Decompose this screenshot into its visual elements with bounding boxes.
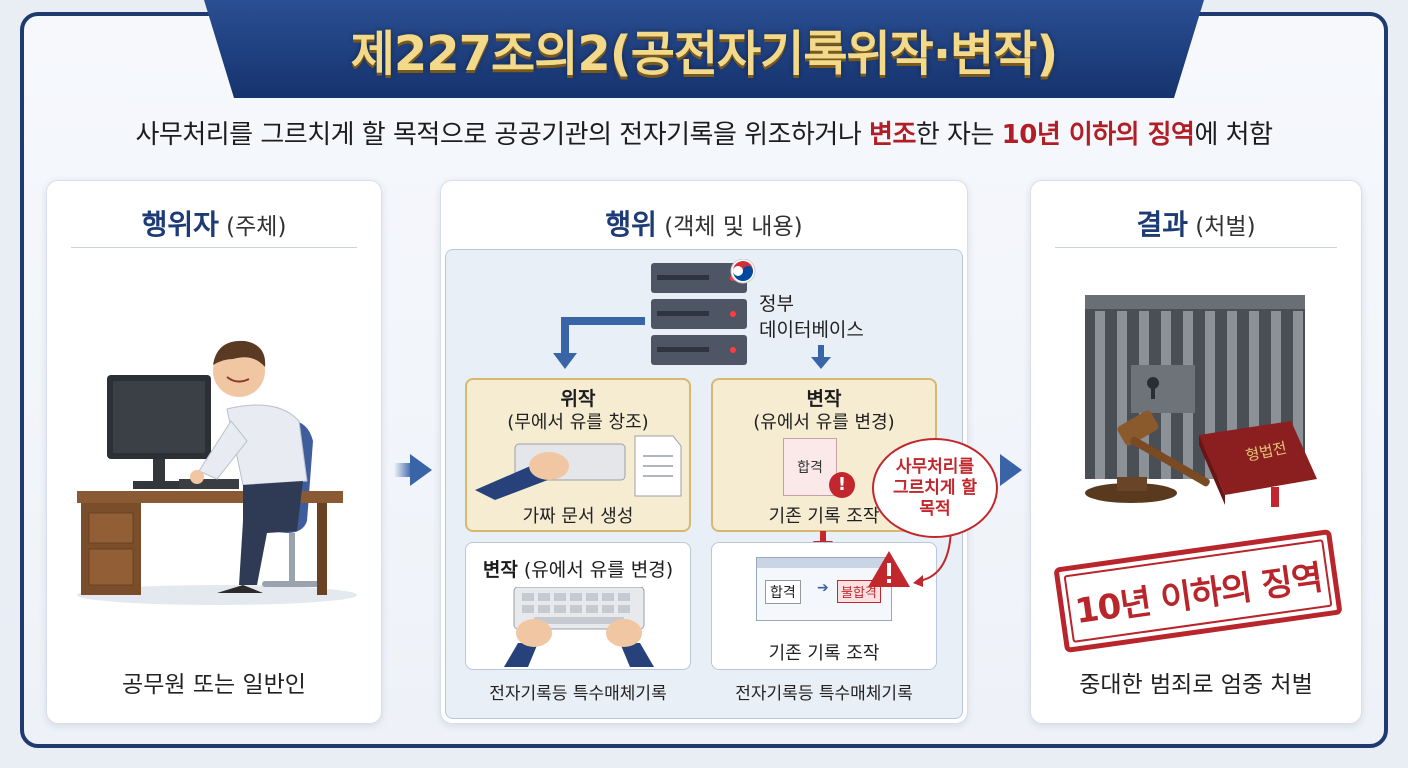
forgery-subtitle: (무에서 유를 창조) — [507, 412, 649, 433]
manipulation-box: 합격 ➔ 불합격 기존 기록 조작 — [711, 542, 937, 670]
actor-caption: 공무원 또는 일반인 — [122, 672, 306, 698]
typing-keyboard-icon — [475, 435, 682, 500]
alteration2-footer: 전자기록등 특수매체기록 — [489, 684, 667, 704]
divider — [1055, 247, 1337, 248]
document-text: 합격 — [797, 460, 823, 476]
prison-gavel-illustration: 형법전 — [1085, 295, 1317, 507]
browser-titlebar — [757, 558, 891, 568]
summary-line: 사무처리를 그르치게 할 목적으로 공공기관의 전자기록을 위조하거나 변조한 … — [0, 114, 1408, 151]
actor-title-bold: 행위자 — [141, 208, 219, 241]
alert-circle-icon: ! — [829, 472, 855, 498]
alteration-title: 변작 — [806, 388, 842, 410]
summary-part1: 사무처리를 그르치게 할 목적으로 공공기관의 전자기록을 위조하거나 — [135, 120, 870, 150]
office-worker-illustration — [77, 340, 357, 605]
alteration2-title-bold: 변작 — [482, 559, 518, 581]
purpose-bubble: 사무처리를 그르치게 할 목적 — [872, 438, 998, 538]
alteration2-title: 변작 (유에서 유를 변경) — [466, 555, 690, 582]
page-title: 제227조의2(공전자기록위작·변작) — [350, 26, 1059, 82]
stamp-text: 10년 이하의 징역 — [1072, 557, 1325, 632]
document-icon: 합격 — [783, 438, 837, 496]
summary-part2: 한 자는 — [915, 120, 1002, 150]
act-title-rest: (객체 및 내용) — [656, 214, 803, 240]
summary-highlight2: 10년 이하의 징역 — [1001, 120, 1195, 150]
flow-arrow-2-icon — [1000, 454, 1022, 486]
summary-part3: 에 처함 — [1194, 120, 1273, 150]
divider — [71, 247, 357, 248]
result-panel-title: 결과 (처벌) — [1031, 203, 1361, 243]
warning-triangle-icon — [868, 551, 910, 587]
manipulation-label: 기존 기록 조작 — [768, 643, 880, 664]
title-banner: 제227조의2(공전자기록위작·변작) — [204, 0, 1204, 98]
flow-arrows-from-db — [553, 317, 831, 369]
actor-panel: 행위자 (주체) 공무원 또는 일반인 — [46, 180, 382, 724]
hands-keyboard-icon — [504, 587, 654, 667]
forgery-box: 위작 (무에서 유를 창조) 가짜 문서 생성 — [465, 378, 691, 532]
summary-highlight1: 변조 — [869, 120, 916, 150]
forgery-title: 위작 — [560, 388, 596, 410]
result-caption: 중대한 범죄로 엄중 처벌 — [1079, 672, 1313, 698]
arrow-right-icon: ➔ — [817, 580, 829, 596]
act-panel: 행위 (객체 및 내용) 정부 데이터베이스 위작 (무에서 유를 창조) — [440, 180, 968, 724]
forgery-label: 가짜 문서 생성 — [522, 506, 634, 527]
alteration-label: 기존 기록 조작 — [768, 506, 880, 527]
result-title-rest: (처벌) — [1187, 214, 1256, 240]
database-label-line2: 데이터베이스 — [759, 319, 864, 341]
act-title-bold: 행위 — [605, 208, 657, 241]
record-before: 합격 — [765, 580, 801, 604]
purpose-bubble-text: 사무처리를 그르치게 할 목적 — [892, 456, 978, 519]
alteration2-box: 변작 (유에서 유를 변경) — [465, 542, 691, 670]
act-panel-title: 행위 (객체 및 내용) — [441, 203, 967, 243]
alteration-subtitle: (유에서 유를 변경) — [753, 412, 895, 433]
browser-window-icon: 합격 ➔ 불합격 — [756, 557, 892, 621]
flow-arrow-1-stem — [394, 463, 412, 477]
manipulation-footer: 전자기록등 특수매체기록 — [735, 684, 913, 704]
database-label-line1: 정부 — [759, 293, 794, 315]
actor-panel-title: 행위자 (주체) — [47, 203, 381, 243]
flow-arrow-1-icon — [410, 454, 432, 486]
alteration2-title-rest: (유에서 유를 변경) — [517, 559, 674, 581]
result-title-bold: 결과 — [1136, 208, 1188, 241]
database-server-icon — [651, 259, 756, 365]
actor-title-rest: (주체) — [218, 214, 287, 240]
